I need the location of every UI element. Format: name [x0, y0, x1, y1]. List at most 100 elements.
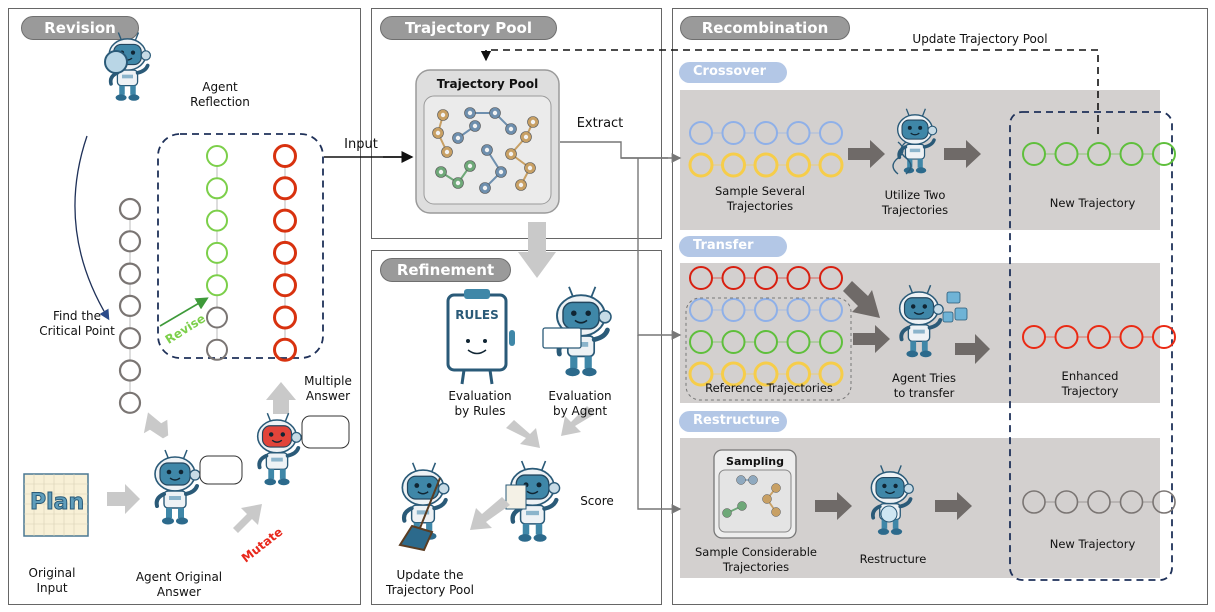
cleaning-robot-icon	[402, 463, 449, 540]
reference-trajectory-node	[818, 361, 844, 387]
revised-trajectory-node	[206, 145, 228, 167]
sampling-node	[771, 507, 781, 517]
speech-bubble-icon	[199, 455, 243, 485]
mutated-trajectory-node	[273, 144, 297, 168]
crossover-sample-label: Sample Several Trajectories	[714, 184, 805, 213]
original-trajectory-node	[118, 197, 142, 221]
transfer-target-node	[754, 266, 778, 290]
rating-card-icon	[542, 327, 582, 349]
original-trajectory-node	[118, 294, 142, 317]
sampling-node	[722, 508, 732, 518]
pool-node-center	[444, 149, 450, 155]
pool-node-center	[455, 180, 461, 186]
score-paper-icon	[505, 484, 527, 510]
revised-trajectory-node	[206, 274, 228, 297]
revised-trajectory-node	[206, 177, 228, 200]
reference-trajectories-box	[685, 297, 852, 401]
pool-node-center	[492, 110, 498, 116]
pool-node-center	[527, 165, 533, 171]
flow-arrows-refinement	[470, 406, 595, 530]
reference-trajectory-node	[721, 298, 746, 322]
pool-node-center	[467, 163, 473, 169]
mutated-trajectory-node	[273, 305, 297, 330]
puzzle-icon	[942, 291, 968, 323]
original-trajectory-node	[118, 327, 142, 350]
revised-trajectory-node	[206, 241, 228, 264]
restructured-trajectory-node	[1087, 490, 1111, 514]
recombined-output-group	[1009, 111, 1173, 581]
mutated-trajectory-node	[273, 176, 297, 201]
flow-arrows-recombination	[815, 140, 990, 520]
transfer-target-node	[721, 266, 746, 290]
pool-node-center	[484, 147, 490, 153]
crossover-sample-node	[786, 152, 811, 178]
revised-trajectory-node	[206, 306, 228, 329]
plan-card-text: Plan	[30, 490, 85, 516]
transfer-robot-icon	[900, 285, 944, 357]
rules-clipboard-icon	[446, 289, 515, 385]
multiple-answer-label: Multiple Answer	[304, 374, 352, 403]
plan-card	[23, 473, 89, 537]
update-trajectory-pool-label: Update Trajectory Pool	[912, 32, 1048, 46]
flow-arrows-revision	[107, 382, 296, 533]
new-trajectory-node	[1087, 142, 1111, 166]
crossover-sample-node	[689, 121, 713, 145]
restructure-title: Restructure	[679, 411, 787, 432]
transfer-target-node	[819, 266, 843, 290]
crossover-sample-node	[818, 152, 844, 178]
score-label: Score	[580, 494, 614, 508]
sampling-box-title: Sampling	[726, 455, 784, 468]
crossover-sample-node	[753, 152, 779, 178]
reference-trajectory-node	[754, 298, 778, 322]
revised-trajectory-node	[206, 338, 228, 361]
crossover-title: Crossover	[679, 62, 787, 83]
find-critical-point-label: Find the Critical Point	[39, 309, 115, 338]
reference-trajectory-node	[819, 298, 843, 322]
agent-original-answer-label: Agent Original Answer	[135, 570, 223, 599]
recombination-title: Recombination	[680, 16, 850, 40]
crossover-utilize-label: Utilize Two Trajectories	[881, 188, 949, 217]
new-trajectory-node	[1152, 142, 1176, 166]
enhanced-trajectory-node	[1152, 325, 1176, 349]
revise-arrow	[159, 297, 209, 327]
enhanced-trajectory-label: Enhanced Trajectory	[1061, 369, 1119, 398]
original-trajectory-node	[118, 262, 142, 285]
reference-trajectories-label: Reference Trajectories	[705, 381, 833, 395]
original-answer-robot-icon	[155, 450, 200, 525]
transfer-target-node	[689, 266, 713, 290]
crossover-sample-node	[721, 152, 746, 178]
extract-connector	[560, 141, 668, 159]
reference-trajectory-node	[754, 330, 778, 354]
crystal-ball-icon	[880, 505, 898, 523]
reference-trajectory-node	[819, 330, 843, 354]
pool-node-center	[440, 112, 446, 118]
pool-node-center	[435, 130, 441, 136]
evaluation-agent-label: Evaluation by Agent	[548, 389, 612, 418]
refinement-title: Refinement	[380, 258, 511, 282]
pool-node-center	[530, 119, 536, 125]
evaluation-rules-label: Evaluation by Rules	[448, 389, 512, 418]
pool-box-title: Trajectory Pool	[436, 77, 539, 91]
reference-trajectory-node	[786, 330, 811, 354]
pool-node-center	[518, 182, 524, 188]
reference-trajectory-node	[753, 361, 779, 387]
speech-bubble-icon	[301, 415, 350, 449]
reference-trajectory-node	[688, 361, 714, 387]
input-label: Input	[344, 137, 378, 152]
pool-node-center	[472, 123, 478, 129]
restructured-trajectory-node	[1119, 490, 1144, 514]
pool-node-center	[523, 134, 529, 140]
crossover-sample-node	[754, 121, 778, 145]
enhanced-trajectory-node	[1022, 325, 1046, 349]
new-trajectory-node	[1022, 142, 1046, 166]
reflection-curve	[74, 135, 110, 321]
pool-node-center	[508, 151, 514, 157]
pool-node-center	[498, 169, 504, 175]
crossover-output-label: New Trajectory	[1049, 196, 1136, 210]
restructured-trajectory-node	[1152, 490, 1176, 514]
restructure-output-label: New Trajectory	[1049, 537, 1136, 551]
crossover-sample-node	[688, 152, 714, 178]
enhanced-trajectory-node	[1119, 325, 1144, 349]
transfer-target-node	[786, 266, 811, 290]
original-trajectory-node	[118, 391, 142, 414]
